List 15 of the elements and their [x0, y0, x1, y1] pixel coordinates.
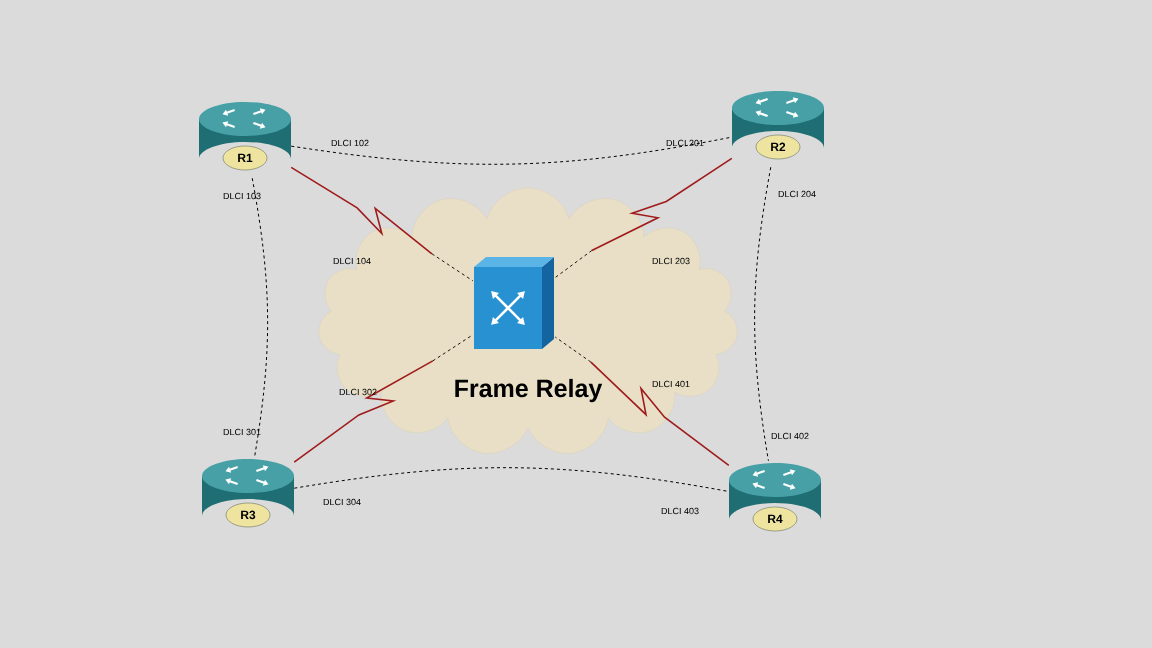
virtual-circuit-line: [293, 467, 730, 492]
serial-link: [554, 157, 733, 278]
serial-link: [290, 166, 474, 282]
dlci-label: DLCI 302: [339, 388, 377, 396]
dlci-label: DLCI 402: [771, 432, 809, 440]
dlci-label: DLCI 204: [778, 190, 816, 198]
virtual-circuit-line: [290, 136, 733, 165]
dlci-label: DLCI 401: [652, 380, 690, 388]
dlci-label: DLCI 301: [223, 428, 261, 436]
switch-icon: [474, 257, 554, 349]
dlci-label: DLCI 203: [652, 257, 690, 265]
dlci-label: DLCI 102: [331, 139, 369, 147]
dlci-label: DLCI 104: [333, 257, 371, 265]
virtual-circuit-line: [754, 166, 772, 462]
serial-link: [554, 336, 730, 467]
